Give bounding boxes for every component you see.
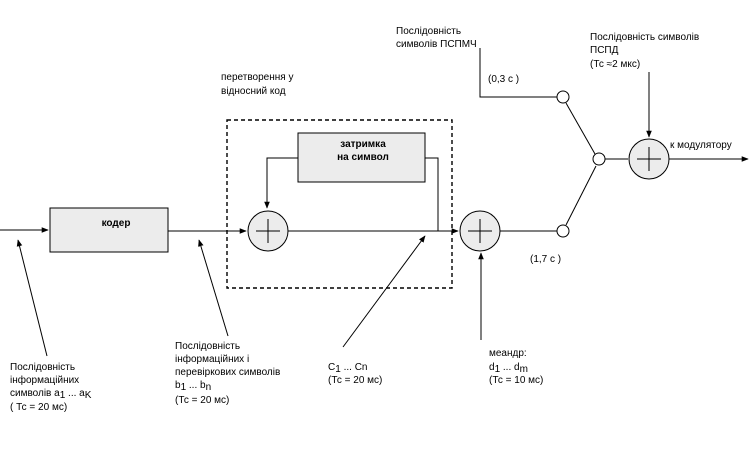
info-seq-line1: Послідовність bbox=[10, 362, 75, 373]
pointer-c-seq bbox=[342, 235, 426, 348]
pspmch-duration: (0,3 с ) bbox=[488, 74, 519, 85]
feedback-return-wire bbox=[264, 157, 298, 209]
node-up bbox=[556, 90, 570, 104]
check-seq-line2: інформаційних і bbox=[175, 353, 249, 365]
relative-code-frame bbox=[226, 119, 453, 289]
node-switch bbox=[592, 152, 606, 166]
meander-period: (Тс = 10 мс) bbox=[489, 375, 543, 386]
switch-arm-lower bbox=[565, 165, 597, 226]
pspmch-wire bbox=[479, 48, 557, 98]
pspd-label-line2: ПСПД bbox=[590, 45, 619, 56]
check-seq-line3: перевіркових символів bbox=[175, 367, 280, 378]
pspmch-label-line2: символів ПСПМЧ bbox=[396, 39, 477, 50]
delay-label-line2: на символ bbox=[337, 152, 389, 163]
coder-block bbox=[49, 207, 169, 253]
coder-label: кодер bbox=[102, 218, 131, 229]
pspd-period: (Тс ≈2 мкс) bbox=[590, 59, 640, 70]
meander-line1: меандр: bbox=[489, 348, 527, 359]
check-seq-period: (Тс = 20 мс) bbox=[175, 395, 229, 406]
pointer-check-seq bbox=[198, 239, 229, 337]
pspmch-label-line1: Послідовність bbox=[396, 26, 461, 37]
pspd-label-line1: Послідовність символів bbox=[590, 32, 699, 43]
delay-block bbox=[297, 132, 426, 183]
c-seq-period: (Тс = 20 мс) bbox=[328, 375, 382, 386]
check-seq-line4: b1 ... bn bbox=[175, 380, 211, 393]
meander-line2: d1 ... dm bbox=[489, 362, 528, 375]
feedback-tap-wire bbox=[425, 157, 439, 231]
duration-17-label: (1,7 с ) bbox=[530, 254, 561, 265]
relative-code-label-line2: відносний код bbox=[221, 86, 286, 97]
relative-code-label-line1: перетворення у bbox=[221, 72, 293, 83]
switch-arm-upper bbox=[565, 102, 596, 155]
node-low bbox=[556, 224, 570, 238]
info-seq-period: ( Тс = 20 мс) bbox=[10, 402, 67, 413]
info-seq-line2: інформаційних bbox=[10, 374, 79, 386]
to-modulator-label: к модулятору bbox=[670, 140, 732, 151]
check-seq-line1: Послідовність bbox=[175, 341, 240, 352]
c-seq-line1: C1 ... Cn bbox=[328, 362, 367, 375]
info-seq-line3: символів a1 ... aK bbox=[10, 388, 92, 401]
delay-label-line1: затримка bbox=[340, 139, 386, 150]
pointer-info-seq bbox=[16, 239, 48, 357]
